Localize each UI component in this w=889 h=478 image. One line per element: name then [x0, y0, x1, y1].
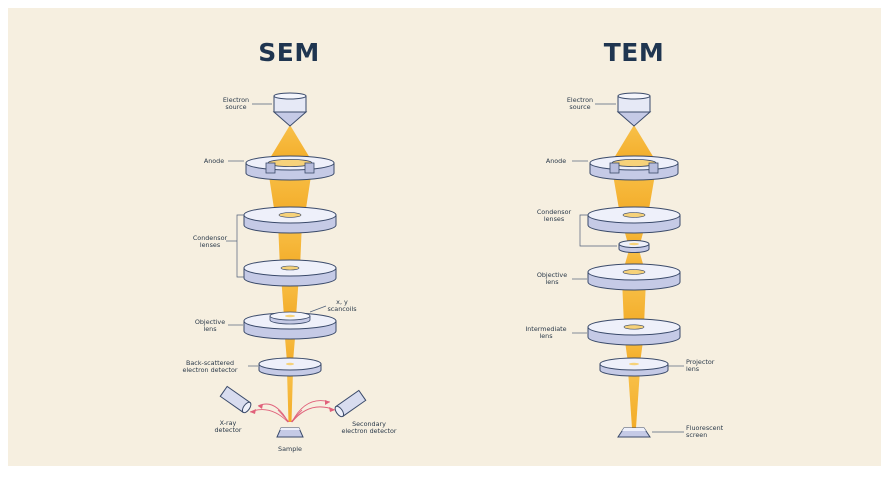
sem-label-sample: Sample — [278, 445, 302, 453]
tem-label-condensor-2: lenses — [544, 215, 565, 223]
sem-column: SEM — [182, 38, 396, 453]
sem-labels: Electron source Anode Condensor lenses x… — [182, 96, 396, 453]
tem-anode — [589, 155, 679, 181]
tem-label-electron-source-1: Electron — [567, 96, 593, 104]
tem-label-projector-1: Projector — [686, 358, 715, 366]
tem-label-objective-1: Objective — [537, 271, 567, 279]
sem-label-backscatter-1: Back-scattered — [186, 359, 234, 367]
sem-label-electron-source-2: source — [225, 103, 246, 111]
tem-label-condensor-1: Condensor — [537, 208, 572, 216]
sem-label-xray-2: detector — [215, 426, 242, 434]
sem-label-electron-source-1: Electron — [223, 96, 249, 104]
tem-projector-lens — [599, 357, 669, 377]
tem-fluorescent-screen — [617, 427, 651, 438]
tem-leader-lines — [572, 103, 684, 433]
tem-label-screen-2: screen — [686, 431, 707, 439]
tem-electron-source — [616, 92, 652, 127]
sem-condensor-lens-lower — [243, 259, 337, 287]
tem-label-anode: Anode — [546, 157, 566, 165]
sem-condensor-lens-upper — [243, 206, 337, 234]
sem-anode — [245, 155, 335, 181]
tem-intermediate-lens — [587, 318, 681, 346]
tem-label-electron-source-2: source — [569, 103, 590, 111]
sem-secondary-detector — [334, 389, 367, 418]
sem-label-secondary-2: electron detector — [341, 427, 396, 435]
tem-column: TEM — [525, 38, 723, 439]
sem-leader-lines — [226, 103, 327, 367]
diagram-background — [8, 8, 881, 466]
sem-scancoils — [269, 311, 311, 325]
tem-label-objective-2: lens — [545, 278, 559, 286]
sem-signal-arrowheads — [250, 400, 335, 414]
sem-label-backscatter-2: electron detector — [182, 366, 237, 374]
sem-backscatter-detector — [258, 357, 322, 377]
tem-condensor-lens-upper — [587, 206, 681, 234]
sem-title: SEM — [258, 38, 319, 67]
sem-label-secondary-1: Secondary — [352, 420, 386, 428]
sem-label-condensor-1: Condensor — [193, 234, 228, 242]
tem-label-screen-1: Fluorescent — [686, 424, 724, 432]
sem-label-objective-2: lens — [203, 325, 217, 333]
sem-label-objective-1: Objective — [195, 318, 225, 326]
sem-xray-detector — [219, 385, 252, 414]
tem-title: TEM — [604, 38, 665, 67]
sem-label-anode: Anode — [204, 157, 224, 165]
tem-labels: Electron source Anode Condensor lenses O… — [525, 96, 723, 439]
sem-label-xray-1: X-ray — [220, 419, 237, 427]
tem-label-intermediate-2: lens — [539, 332, 553, 340]
sem-label-scancoils-2: scancoils — [327, 305, 357, 313]
sem-sample — [276, 427, 304, 438]
tem-label-projector-2: lens — [686, 365, 700, 373]
tem-objective-lens — [587, 263, 681, 291]
sem-label-condensor-2: lenses — [200, 241, 221, 249]
tem-label-intermediate-1: Intermediate — [525, 325, 566, 333]
sem-electron-source — [272, 92, 308, 127]
tem-condensor-lens-lower — [618, 240, 650, 253]
sem-label-scancoils-1: x, y — [336, 298, 348, 306]
